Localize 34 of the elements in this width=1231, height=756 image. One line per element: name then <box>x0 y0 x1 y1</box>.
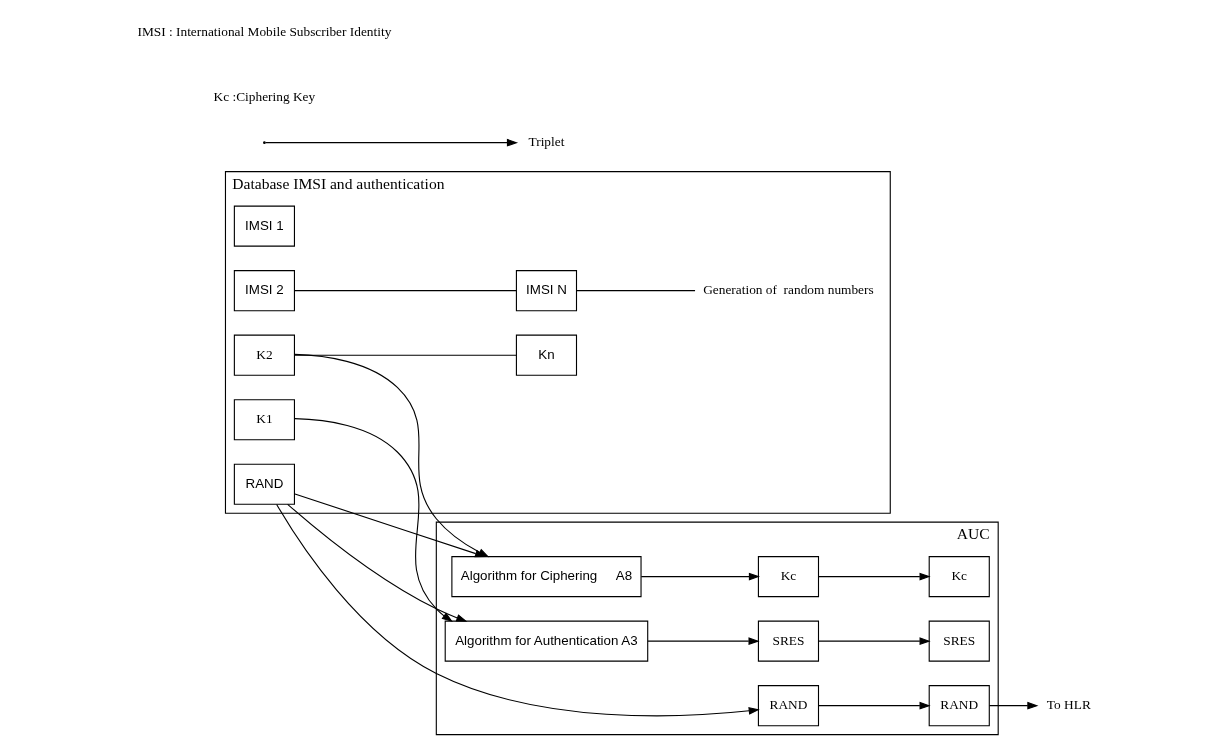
node-box: RAND <box>757 685 819 727</box>
node-text: To HLR <box>1046 697 1091 713</box>
arrow <box>817 701 931 710</box>
connector <box>293 354 517 356</box>
node-box: K2 <box>233 334 295 376</box>
node-box: K1 <box>233 399 295 441</box>
arrow <box>646 637 760 646</box>
arrow <box>275 503 760 717</box>
arrow <box>264 138 518 147</box>
arrow <box>293 418 453 622</box>
label: Kc :Ciphering Key <box>213 88 315 104</box>
node-box: IMSI N <box>515 270 577 312</box>
label: IMSI : International Mobile Subscriber Identity <box>136 23 391 39</box>
connector <box>575 290 696 292</box>
arrow <box>817 637 931 646</box>
node-box: RAND <box>928 685 990 727</box>
node-box: Kn <box>515 334 577 376</box>
node-box: RAND <box>233 463 295 505</box>
arrow <box>640 572 760 581</box>
node-box: IMSI 1 <box>233 205 295 247</box>
arrow <box>988 701 1038 710</box>
arrow <box>293 493 486 558</box>
arrow <box>286 503 467 622</box>
node-box: Algorithm for Authentication A3 <box>444 620 648 662</box>
connector <box>293 290 517 292</box>
node-box: IMSI 2 <box>233 270 295 312</box>
node-box: SRES <box>757 620 819 662</box>
node-box: Kc <box>928 556 990 598</box>
node-box: SRES <box>928 620 990 662</box>
node-text: Generation of random numbers <box>702 282 874 298</box>
node-box: Kc <box>757 556 819 598</box>
arrow <box>817 572 931 581</box>
node-text: Triplet <box>528 134 564 150</box>
node-box: Algorithm for Ciphering A8 <box>450 556 642 598</box>
